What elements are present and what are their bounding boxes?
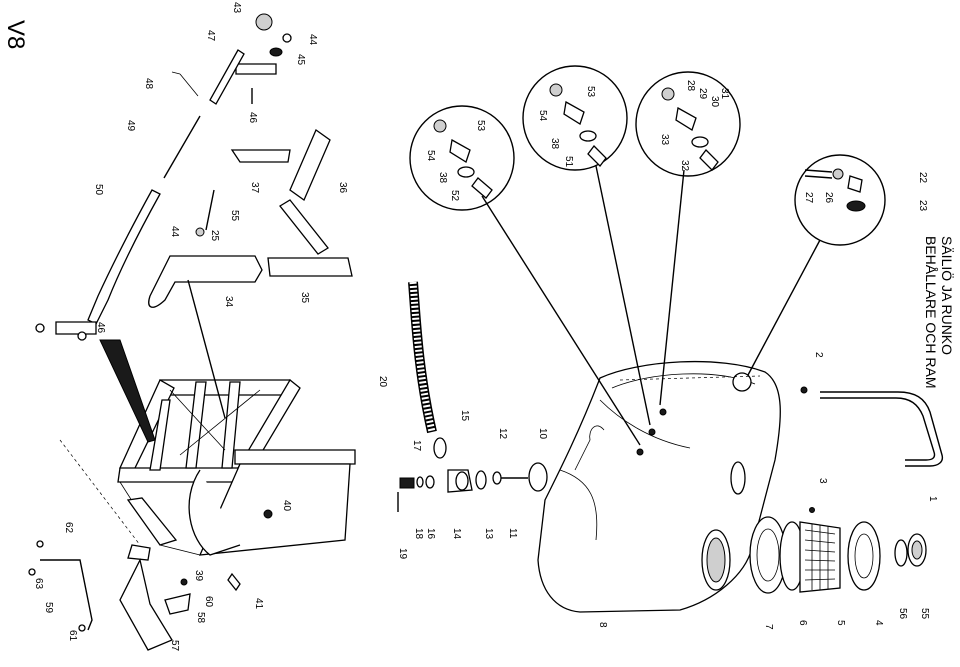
label-47: 47: [205, 30, 216, 42]
label-43: 43: [231, 2, 242, 14]
top-arm-parts: [35, 13, 292, 341]
label-55-mid: 55: [229, 210, 240, 222]
label-4: 4: [873, 620, 884, 626]
label-1: 1: [927, 496, 938, 502]
label-51: 51: [563, 156, 574, 168]
label-63: 63: [33, 578, 44, 590]
label-14: 14: [451, 528, 462, 540]
label-26: 26: [823, 192, 834, 204]
label-30: 30: [709, 96, 720, 108]
label-49: 49: [125, 120, 136, 132]
label-52: 52: [449, 190, 460, 202]
detail-circle-51: [522, 65, 628, 171]
tank-strap-bar: [800, 386, 944, 467]
label-54-left: 54: [425, 150, 436, 162]
lower-support-parts: [28, 439, 273, 651]
label-38-middle: 38: [549, 138, 560, 150]
label-5: 5: [835, 620, 846, 626]
label-8: 8: [597, 622, 608, 628]
label-28: 28: [685, 80, 696, 92]
label-34: 34: [223, 296, 234, 308]
label-56: 56: [897, 608, 908, 620]
title-finnish: SÄILIÖ JA RUNKO: [939, 236, 956, 355]
label-40: 40: [281, 500, 292, 512]
label-44-mid: 44: [169, 226, 180, 238]
detail-circle-32: [635, 71, 741, 177]
label-32: 32: [679, 160, 690, 172]
label-61: 61: [67, 630, 78, 642]
label-19: 19: [397, 548, 408, 560]
bracket-parts: [148, 129, 353, 419]
hose: [408, 281, 437, 434]
filler-lid-assembly: [749, 507, 927, 594]
label-62: 62: [63, 522, 74, 534]
label-3: 3: [817, 478, 828, 484]
label-22: 22: [917, 172, 928, 184]
label-50: 50: [93, 184, 104, 196]
label-25: 25: [209, 230, 220, 242]
label-53-left: 53: [475, 120, 486, 132]
label-31: 31: [719, 88, 730, 100]
label-33: 33: [659, 134, 670, 146]
label-15: 15: [459, 410, 470, 422]
label-46-left: 46: [95, 322, 106, 334]
label-58: 58: [195, 612, 206, 624]
title-swedish: BEHÅLLARE OCH RAM: [923, 236, 939, 388]
label-20: 20: [377, 376, 388, 388]
label-27: 27: [803, 192, 814, 204]
label-44-top: 44: [307, 34, 318, 46]
tank-body: [537, 360, 781, 613]
drain-valve-parts: [397, 437, 548, 512]
label-35: 35: [299, 292, 310, 304]
label-57: 57: [169, 640, 180, 652]
label-45: 45: [295, 54, 306, 66]
label-41: 41: [253, 598, 264, 610]
page-id: V8: [2, 20, 29, 49]
label-60: 60: [203, 596, 214, 608]
label-59: 59: [43, 602, 54, 614]
label-29: 29: [697, 88, 708, 100]
label-46-top: 46: [247, 112, 258, 124]
label-2: 2: [813, 352, 824, 358]
label-16: 16: [425, 528, 436, 540]
part-labels: 1 2 3 4 5 6 7 8 10 11 12 13 14 15 16 17 …: [33, 2, 938, 652]
label-6: 6: [797, 620, 808, 626]
label-17: 17: [411, 440, 422, 452]
label-10: 10: [537, 428, 548, 440]
label-55-right: 55: [919, 608, 930, 620]
label-13: 13: [483, 528, 494, 540]
label-18: 18: [413, 528, 424, 540]
label-11: 11: [507, 528, 518, 539]
label-37: 37: [249, 182, 260, 194]
label-48: 48: [143, 78, 154, 90]
chassis-frame: [99, 339, 356, 556]
detail-circle-52: [409, 105, 515, 211]
label-38-left: 38: [437, 172, 448, 184]
label-12: 12: [497, 428, 508, 440]
label-39: 39: [193, 570, 204, 582]
detail-circle-22: [794, 154, 886, 246]
label-53-middle: 53: [585, 86, 596, 98]
label-7: 7: [763, 624, 774, 630]
label-23: 23: [917, 200, 928, 212]
label-36: 36: [337, 182, 348, 194]
label-54-middle: 54: [537, 110, 548, 122]
